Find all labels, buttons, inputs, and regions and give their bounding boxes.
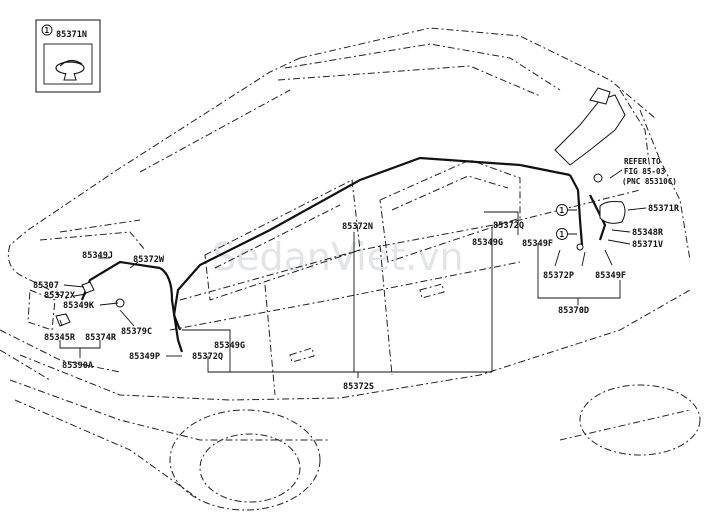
clip-icon — [55, 59, 85, 81]
leader-lines — [59, 169, 647, 378]
label-85372Q-left: 85372Q — [192, 352, 223, 362]
svg-text:REFER TO: REFER TO — [624, 157, 661, 166]
label-85374R: 85374R — [85, 333, 117, 343]
callout-circle-1a: 1 — [556, 204, 568, 216]
label-85348R: 85348R — [632, 228, 664, 238]
label-85349F-right: 85349F — [595, 271, 626, 281]
label-85372P: 85372P — [543, 271, 574, 281]
label-85390A: 85390A — [62, 361, 94, 371]
label-85349G-right: 85349G — [472, 238, 503, 248]
label-85370D: 85370D — [558, 306, 589, 316]
label-85372N: 85372N — [342, 222, 373, 232]
washer-hose — [55, 87, 626, 353]
svg-text:(PNC 85310C): (PNC 85310C) — [622, 177, 677, 186]
label-85349J: 85349J — [82, 251, 113, 261]
label-85349P: 85349P — [129, 352, 160, 362]
label-85345R: 85345R — [44, 333, 76, 343]
label-85372X: 85372X — [44, 291, 76, 301]
svg-text:FIG 85-03: FIG 85-03 — [624, 167, 666, 176]
label-85372S: 85372S — [343, 382, 374, 392]
inset-part-number: 85371N — [56, 30, 87, 40]
callout-circle-1b: 1 — [556, 228, 568, 240]
label-85372Q-right: 85372Q — [493, 221, 524, 231]
label-85349K: 85349K — [63, 301, 95, 311]
label-85372W: 85372W — [133, 255, 165, 265]
inset-circle-label: 1 — [45, 26, 50, 35]
label-85371R: 85371R — [648, 204, 680, 214]
inset-panel: 1 85371N — [35, 19, 101, 93]
label-85349G-left: 85349G — [214, 341, 245, 351]
label-85307: 85307 — [33, 281, 59, 291]
label-85371V: 85371V — [632, 240, 663, 250]
part-labels: 85349J 85372W 85307 85372X 85349K 85379C… — [33, 204, 680, 392]
label-85349F-left: 85349F — [522, 239, 553, 249]
svg-text:1: 1 — [560, 206, 565, 215]
label-85379C: 85379C — [121, 327, 152, 337]
svg-text:1: 1 — [560, 230, 565, 239]
reference-note: REFER TO FIG 85-03 (PNC 85310C) — [622, 157, 677, 186]
